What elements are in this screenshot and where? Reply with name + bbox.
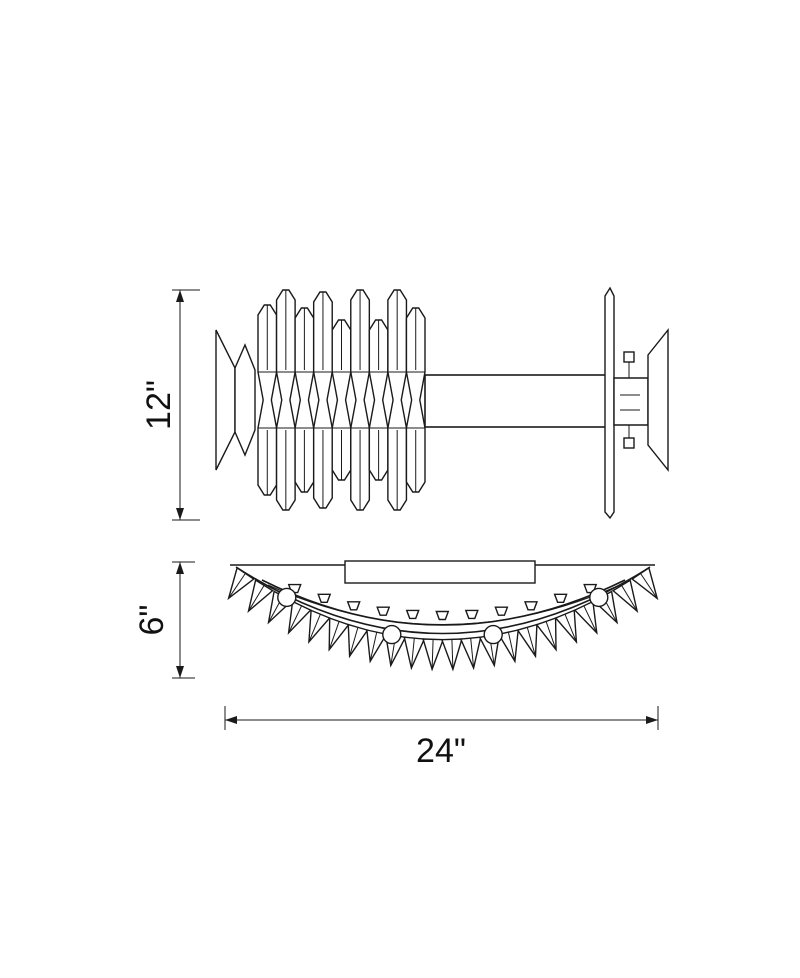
bulb bbox=[589, 587, 609, 608]
inner-crystal bbox=[405, 609, 420, 620]
inner-crystal bbox=[376, 606, 391, 616]
top-back-plate bbox=[230, 560, 655, 584]
crystal-spike bbox=[227, 566, 255, 601]
crystal-spike-facet bbox=[431, 639, 434, 670]
inner-crystal bbox=[464, 609, 479, 620]
crystal-spike-facet bbox=[507, 632, 516, 662]
bulb bbox=[382, 624, 402, 645]
crystal-spike-facet bbox=[621, 585, 638, 612]
crystal-spike-facet bbox=[564, 614, 577, 643]
side-crystal-stack bbox=[257, 289, 426, 511]
crystal-spike bbox=[611, 579, 639, 613]
crystal-spike-facet bbox=[470, 638, 475, 669]
bulb bbox=[277, 587, 297, 608]
inner-crystal bbox=[317, 593, 332, 603]
inner-crystal bbox=[553, 593, 568, 603]
top-bulbs bbox=[277, 587, 609, 645]
crystal-spike-facet bbox=[288, 605, 303, 634]
top-inner-crystals bbox=[287, 583, 598, 621]
crystal-spike-facet bbox=[328, 621, 340, 650]
crystal-spike-facet bbox=[248, 585, 265, 612]
inner-crystal bbox=[346, 601, 361, 611]
crystal-spike-facet bbox=[228, 573, 246, 599]
crystal-spike-facet bbox=[410, 638, 415, 669]
depth-label: 6" bbox=[133, 605, 171, 636]
crystal-spike-facet bbox=[545, 621, 557, 650]
crystal-spike bbox=[347, 623, 369, 659]
crystal-spike-facet bbox=[349, 627, 359, 657]
crystal-spike-facet bbox=[308, 614, 321, 643]
side-end-cap bbox=[215, 329, 256, 471]
crystal-spike bbox=[403, 636, 426, 671]
crystal-spike bbox=[554, 609, 578, 644]
width-dimension: 24" bbox=[224, 706, 659, 770]
crystal-spike bbox=[459, 636, 482, 671]
height-dimension-line bbox=[172, 289, 200, 521]
side-crystal-tier bbox=[312, 291, 333, 509]
side-arm bbox=[424, 374, 611, 428]
height-label: 12" bbox=[140, 380, 178, 430]
crystal-spike bbox=[247, 579, 274, 614]
crystal-spike bbox=[287, 600, 312, 635]
crystal-spike bbox=[516, 623, 538, 659]
wall-mount-plate bbox=[604, 286, 669, 520]
crystal-spike-facet bbox=[640, 573, 658, 599]
crystal-spike bbox=[573, 600, 598, 635]
side-view: 12" bbox=[140, 286, 669, 521]
depth-dimension-line bbox=[172, 561, 195, 679]
crystal-spike bbox=[631, 566, 659, 601]
side-crystal-tier bbox=[405, 307, 426, 493]
bulb bbox=[483, 624, 503, 645]
inner-crystal bbox=[494, 606, 509, 616]
crystal-spike bbox=[328, 617, 350, 652]
inner-crystal bbox=[523, 601, 539, 611]
width-label: 24" bbox=[416, 732, 466, 770]
top-view: 6" bbox=[133, 560, 659, 679]
inner-crystal bbox=[435, 610, 450, 621]
crystal-spike-facet bbox=[526, 627, 536, 657]
crystal-spike-facet bbox=[583, 605, 598, 634]
crystal-spike-facet bbox=[451, 639, 454, 670]
side-crystal-tier bbox=[350, 289, 371, 511]
crystal-spike bbox=[308, 609, 331, 644]
crystal-spike-facet bbox=[369, 632, 378, 662]
